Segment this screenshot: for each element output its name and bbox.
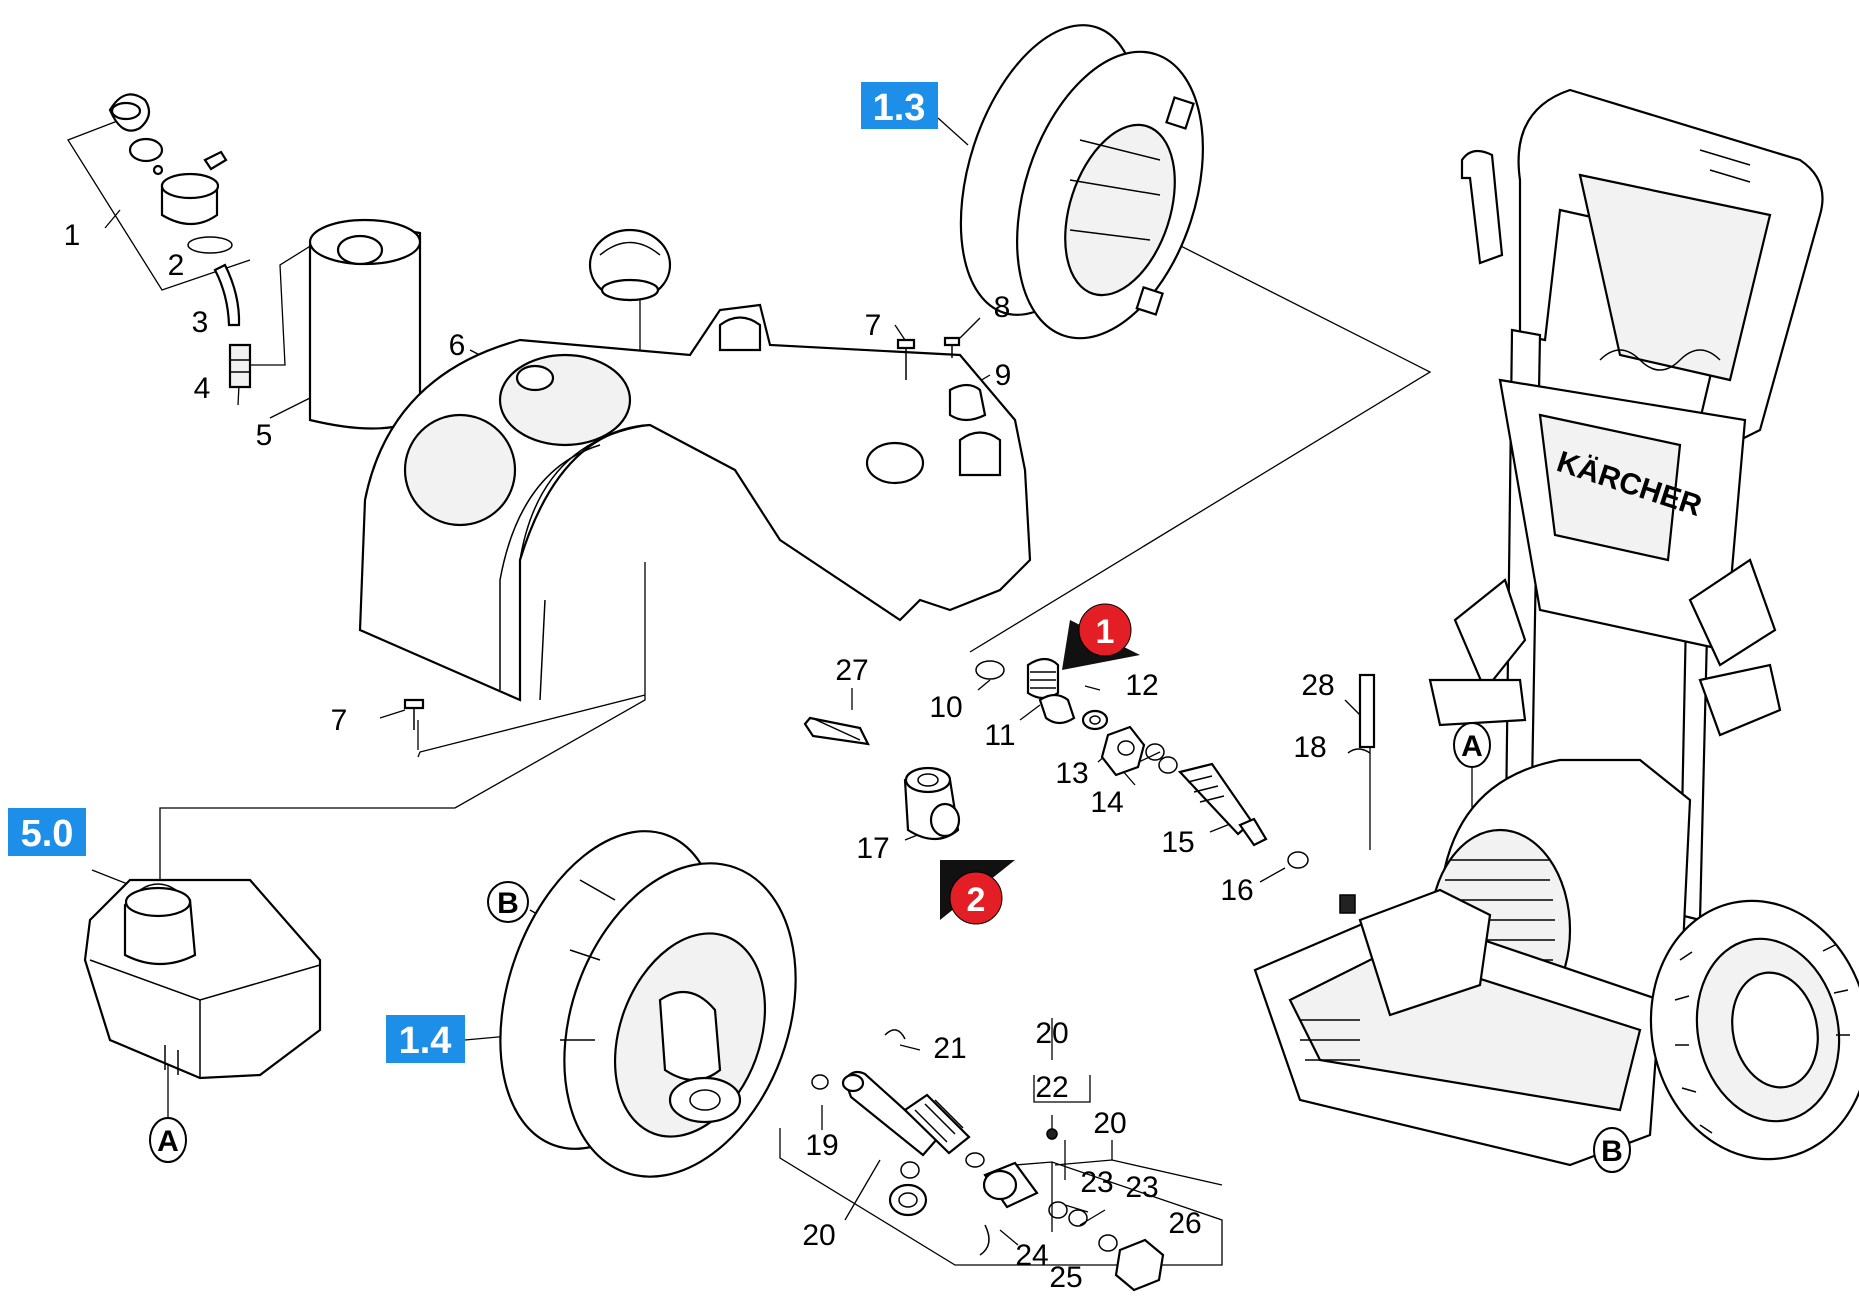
- svg-text:1.3: 1.3: [873, 87, 926, 129]
- ref-circle-a-left: A: [149, 1117, 187, 1163]
- callout-labels: 1 2 3 4 5 6 7 7 8 9 10 11 12 13 14 15 16…: [64, 219, 1335, 1294]
- callout-22: 22: [1035, 1071, 1068, 1104]
- svg-text:5.0: 5.0: [21, 813, 74, 855]
- badge-1-4: 1.4: [386, 1015, 465, 1063]
- svg-text:1.4: 1.4: [399, 1020, 452, 1062]
- pins: [1347, 673, 1376, 754]
- callout-20-right: 20: [1093, 1107, 1126, 1140]
- callout-14: 14: [1090, 786, 1123, 819]
- callout-11: 11: [984, 719, 1015, 752]
- hose-connector-parts: [803, 657, 1309, 869]
- callout-7-top: 7: [865, 309, 882, 342]
- detergent-tank: [83, 878, 322, 1080]
- callout-4: 4: [194, 372, 211, 405]
- machine-body: KÄRCHER: [1253, 88, 1859, 1167]
- callout-19: 19: [805, 1129, 838, 1162]
- red-marker-2: 2: [940, 860, 1015, 925]
- callout-3: 3: [192, 306, 209, 339]
- callout-6: 6: [449, 329, 466, 362]
- callout-27: 27: [835, 654, 868, 687]
- callout-21: 21: [933, 1032, 966, 1065]
- badge-5-0: 5.0: [8, 808, 86, 856]
- housing-cover: [358, 228, 1032, 702]
- callout-26: 26: [1168, 1207, 1201, 1240]
- ref-circle-b-right: B: [1593, 1127, 1631, 1173]
- callout-16: 16: [1220, 874, 1253, 907]
- svg-text:B: B: [1601, 1135, 1623, 1168]
- hose-reel-lower: [499, 830, 797, 1178]
- callout-1: 1: [64, 219, 81, 252]
- callout-5: 5: [256, 419, 273, 452]
- callout-28: 28: [1301, 669, 1334, 702]
- callout-10: 10: [929, 691, 962, 724]
- callout-13: 13: [1055, 757, 1088, 790]
- fasteners: [403, 336, 987, 730]
- svg-text:A: A: [1461, 730, 1483, 763]
- svg-text:B: B: [497, 887, 519, 920]
- callout-20-bottom: 20: [802, 1219, 835, 1252]
- callout-7-bottom: 7: [331, 704, 348, 737]
- callout-18: 18: [1293, 731, 1326, 764]
- red-marker-1: 1: [1062, 603, 1140, 670]
- callout-9: 9: [995, 359, 1012, 392]
- svg-text:2: 2: [967, 881, 986, 919]
- callout-17: 17: [856, 832, 889, 865]
- detergent-container: [308, 218, 422, 430]
- svg-text:1: 1: [1096, 613, 1115, 651]
- callout-2: 2: [168, 249, 185, 282]
- reel-fittings: [811, 1029, 1165, 1292]
- callout-23b: 23: [1125, 1171, 1158, 1204]
- svg-text:A: A: [157, 1125, 179, 1158]
- badge-1-3: 1.3: [861, 82, 938, 129]
- callout-20-top: 20: [1035, 1017, 1068, 1050]
- ref-circle-a-right: A: [1453, 722, 1491, 768]
- callout-23a: 23: [1080, 1166, 1113, 1199]
- callout-15: 15: [1161, 826, 1194, 859]
- callout-8: 8: [994, 291, 1011, 324]
- callout-25: 25: [1049, 1261, 1082, 1294]
- callout-12: 12: [1125, 669, 1158, 702]
- callout-24: 24: [1015, 1239, 1048, 1272]
- ref-circle-b-left: B: [487, 881, 529, 923]
- hose-reel-upper: [959, 24, 1204, 340]
- cap-assembly: [108, 93, 252, 389]
